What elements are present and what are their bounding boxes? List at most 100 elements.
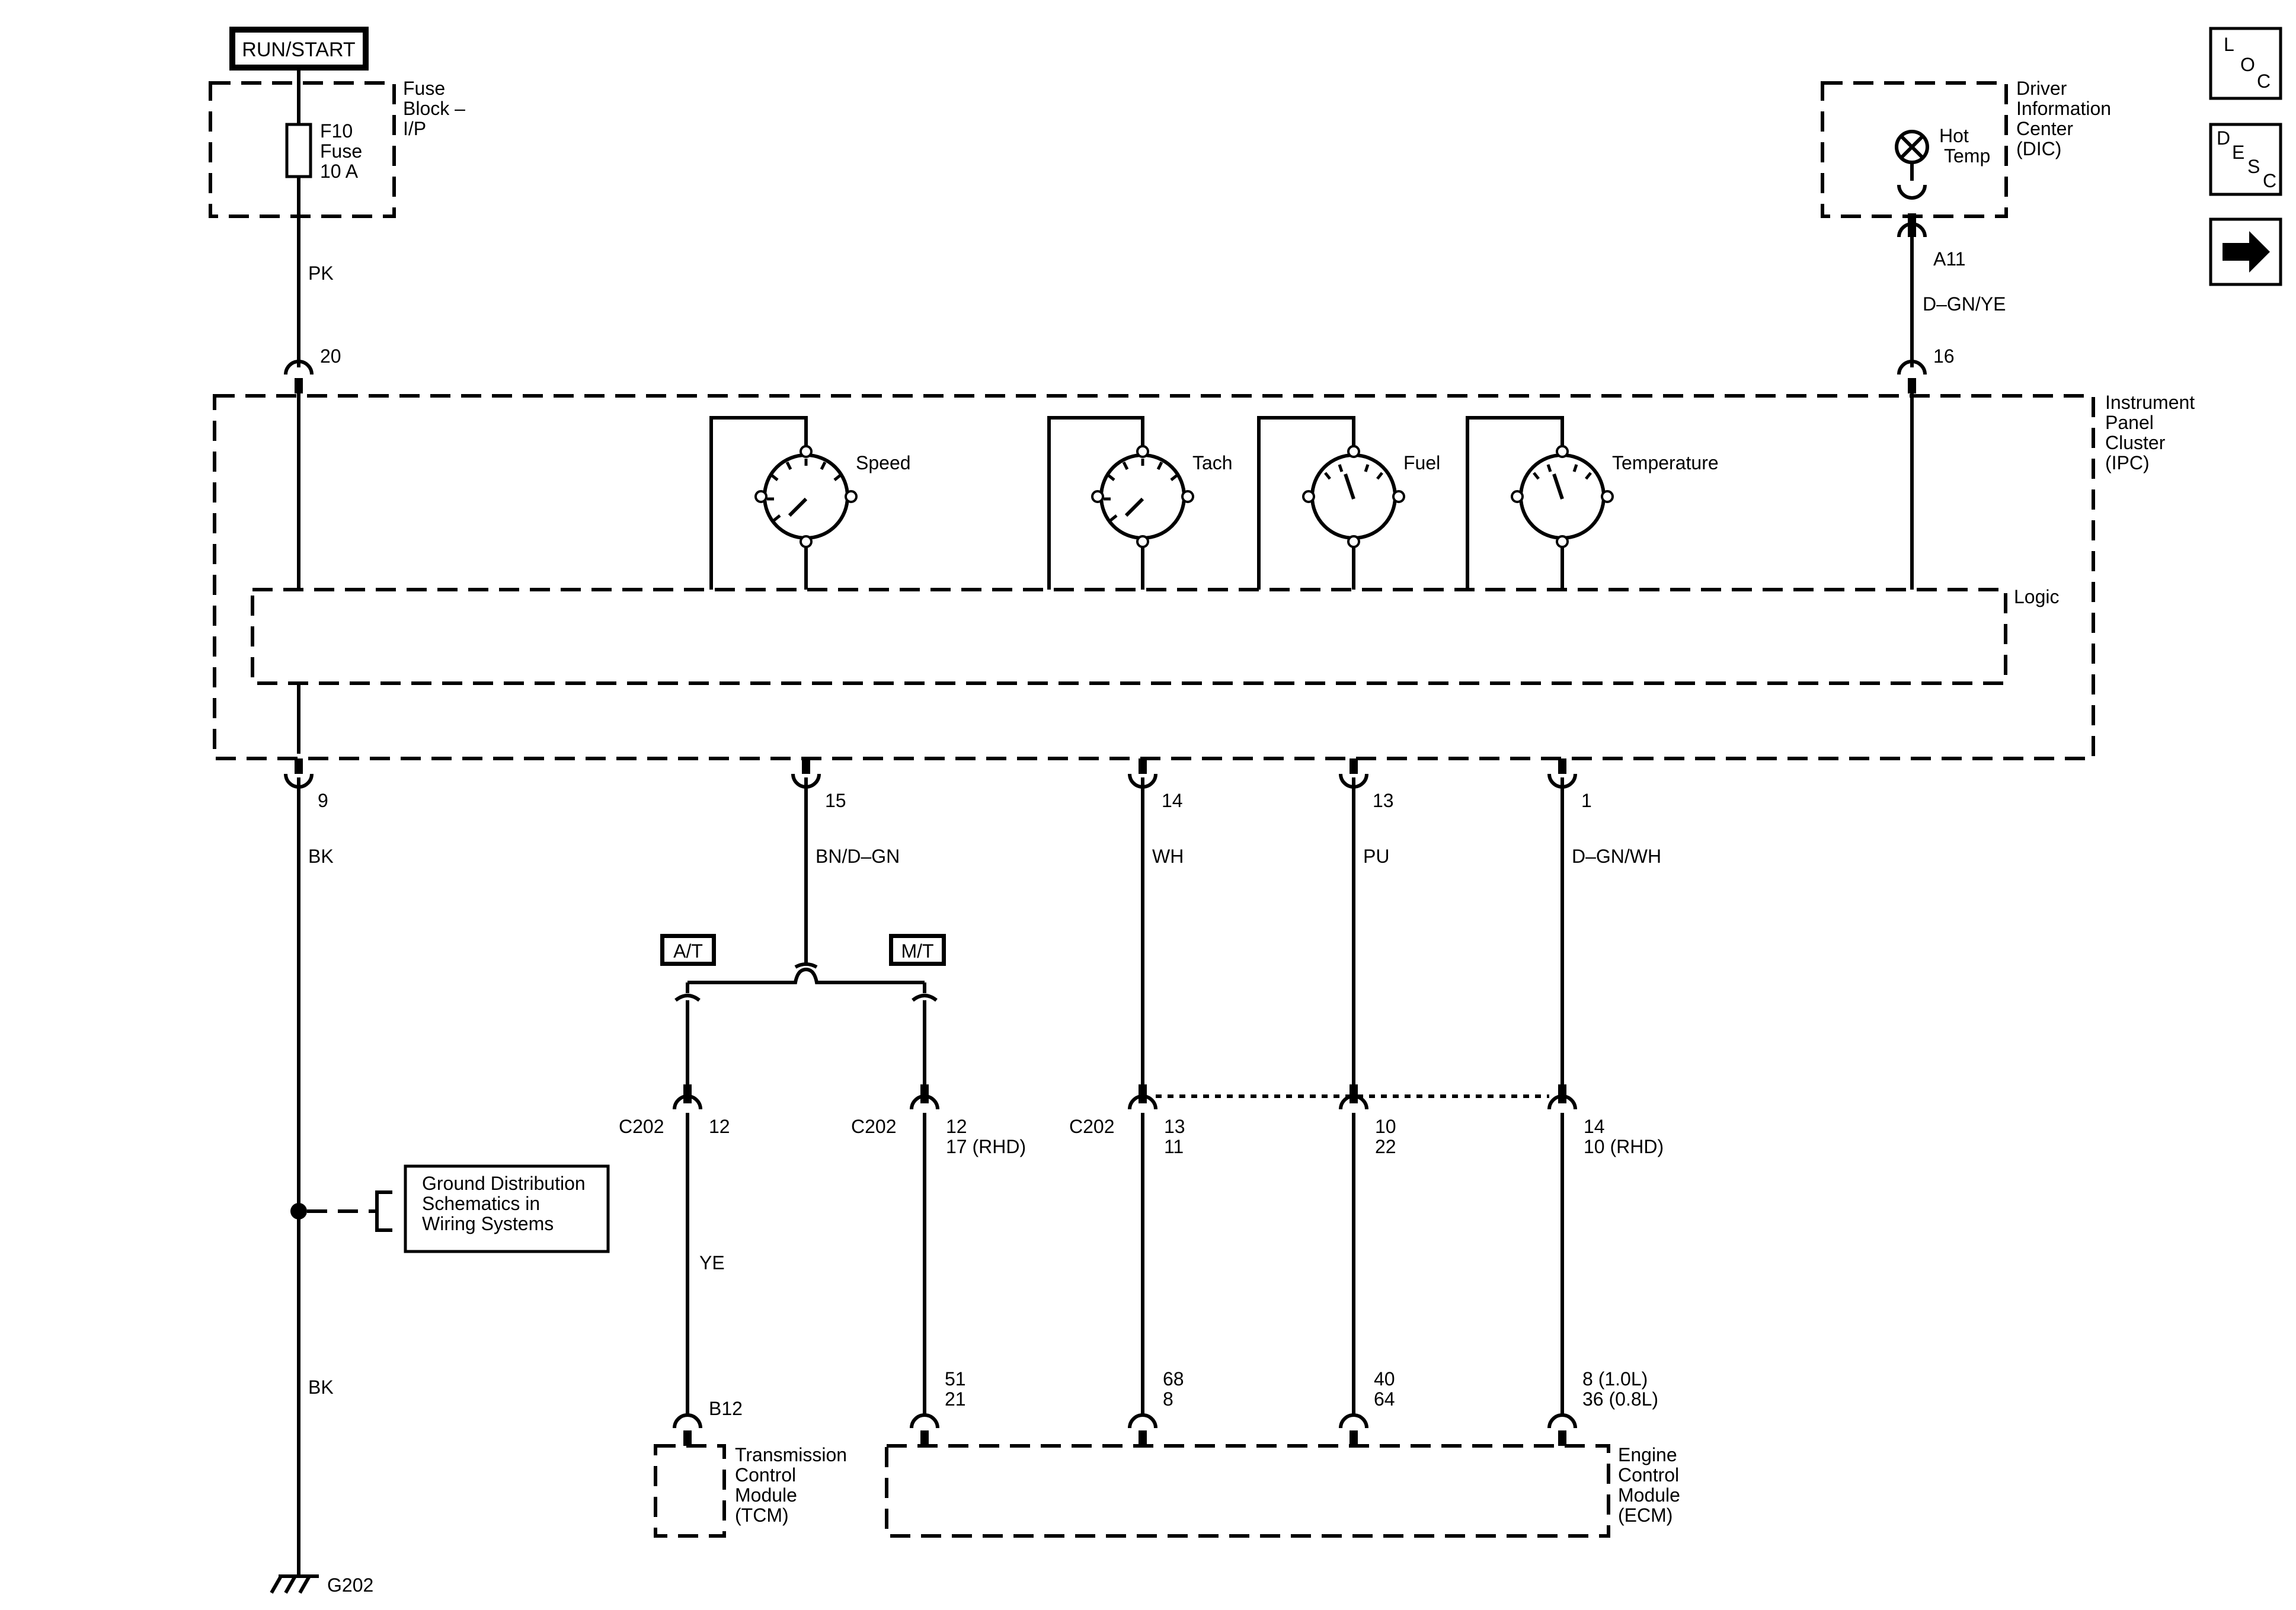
ipc-pin-15: 15 xyxy=(825,790,846,811)
svg-text:O: O xyxy=(2240,54,2255,75)
fuse-f10-label: F10 Fuse 10 A xyxy=(320,120,362,182)
svg-text:10 A: 10 A xyxy=(320,161,359,182)
ground-g202-label: G202 xyxy=(327,1574,373,1596)
c202-mt-pin-1: 12 xyxy=(946,1116,967,1137)
wire-pu-color: PU xyxy=(1363,846,1389,867)
speed-gauge xyxy=(709,416,858,590)
svg-text:Block –: Block – xyxy=(403,98,465,119)
tach-gauge-label: Tach xyxy=(1192,452,1233,473)
ipc-logic-label: Logic xyxy=(2014,586,2060,607)
ecm-label: Engine Control Module (ECM) xyxy=(1618,1444,1680,1526)
wire-option-bus xyxy=(687,967,925,984)
svg-text:(IPC): (IPC) xyxy=(2105,452,2150,473)
ipc-pin-20: 20 xyxy=(320,345,341,367)
svg-text:(ECM): (ECM) xyxy=(1618,1505,1673,1526)
ecm-fuel-pin-2: 64 xyxy=(1374,1388,1395,1410)
tach-gauge xyxy=(1047,416,1194,590)
svg-text:Control: Control xyxy=(735,1464,796,1486)
svg-text:Center: Center xyxy=(2016,118,2073,139)
svg-text:F10: F10 xyxy=(320,120,353,142)
ipc-pin-9: 9 xyxy=(318,790,328,811)
fuse-block-label: Fuse Block – I/P xyxy=(403,78,465,139)
arrow-right-icon[interactable] xyxy=(2223,231,2270,273)
ipc-label: Instrument Panel Cluster (IPC) xyxy=(2105,392,2195,473)
wire-wh-color: WH xyxy=(1152,846,1184,867)
ipc-pin-13: 13 xyxy=(1373,790,1394,811)
ecm-temp-pin-1: 8 (1.0L) xyxy=(1582,1368,1648,1390)
c202-at-pin: 12 xyxy=(709,1116,730,1137)
fuel-gauge-label: Fuel xyxy=(1403,452,1440,473)
splice-point xyxy=(290,1203,307,1219)
ipc-bottom-connectors xyxy=(284,758,1577,789)
svg-text:Ground Distribution: Ground Distribution xyxy=(422,1173,586,1194)
c202-label-at: C202 xyxy=(619,1116,664,1137)
temperature-gauge-label: Temperature xyxy=(1612,452,1719,473)
hot-temp-lamp-icon xyxy=(1895,130,1929,164)
svg-text:C: C xyxy=(2257,71,2271,92)
wire-dgn-wh-color: D–GN/WH xyxy=(1572,846,1661,867)
desc-button[interactable]: D E S C xyxy=(2209,123,2282,196)
ground-ref-bracket xyxy=(375,1190,392,1232)
wire-dgn-ye-color: D–GN/YE xyxy=(1923,293,2006,315)
ipc-logic-outline xyxy=(251,588,2007,685)
ecm-fuel-pin-1: 40 xyxy=(1374,1368,1395,1390)
svg-text:Fuse: Fuse xyxy=(320,140,362,162)
run-start-label-box: RUN/START xyxy=(229,27,369,71)
tcm-pin-b12: B12 xyxy=(709,1398,743,1419)
ipc-pin-14: 14 xyxy=(1162,790,1183,811)
svg-text:Wiring Systems: Wiring Systems xyxy=(422,1213,554,1234)
svg-text:I/P: I/P xyxy=(403,118,426,139)
module-connectors xyxy=(673,1413,1577,1446)
svg-text:Schematics in: Schematics in xyxy=(422,1193,540,1214)
wire-option-jump xyxy=(794,962,818,969)
fuel-gauge xyxy=(1257,416,1405,590)
ipc-pin-1: 1 xyxy=(1581,790,1592,811)
wire-pk-color: PK xyxy=(308,263,334,284)
fuse-block-outline xyxy=(209,81,396,218)
svg-text:Temp: Temp xyxy=(1944,145,1990,167)
c202-tach-pin-1: 13 xyxy=(1164,1116,1185,1137)
wire-bn-dgn-color: BN/D–GN xyxy=(816,846,900,867)
c202-connectors xyxy=(673,1084,1577,1110)
c202-fuel-pin-1: 10 xyxy=(1375,1116,1396,1137)
wire-bk-color-upper: BK xyxy=(308,846,334,867)
ecm-tach-pin-1: 68 xyxy=(1163,1368,1184,1390)
svg-text:L: L xyxy=(2224,34,2234,55)
ground-symbol-icon xyxy=(270,1574,319,1594)
svg-text:Driver: Driver xyxy=(2016,78,2067,99)
svg-text:M/T: M/T xyxy=(901,940,933,962)
svg-text:Transmission: Transmission xyxy=(735,1444,847,1465)
svg-text:C: C xyxy=(2263,170,2276,191)
connector-ipc-16-icon xyxy=(1897,360,1927,375)
ground-distribution-ref[interactable]: Ground Distribution Schematics in Wiring… xyxy=(404,1164,610,1253)
c202-label-mt: C202 xyxy=(851,1116,897,1137)
run-start-label: RUN/START xyxy=(242,39,355,61)
mt-option-box: M/T xyxy=(889,934,946,966)
ipc-outline xyxy=(213,394,2095,760)
c202-fuel-pin-2: 22 xyxy=(1375,1136,1396,1157)
svg-text:(DIC): (DIC) xyxy=(2016,138,2061,159)
svg-text:(TCM): (TCM) xyxy=(735,1505,789,1526)
svg-text:Control: Control xyxy=(1618,1464,1679,1486)
c202-tach-pin-2: 11 xyxy=(1164,1136,1184,1157)
wire-bk-color-lower: BK xyxy=(308,1377,334,1398)
wire-ye-color: YE xyxy=(699,1252,725,1273)
connector-dic-a11-upper-icon xyxy=(1897,184,1927,200)
next-button[interactable] xyxy=(2209,217,2282,286)
speed-gauge-label: Speed xyxy=(856,452,911,473)
c202-label-tach: C202 xyxy=(1069,1116,1115,1137)
c202-mt-pin-2: 17 (RHD) xyxy=(946,1136,1026,1157)
svg-text:S: S xyxy=(2247,156,2260,177)
fuse-f10-icon xyxy=(285,123,312,178)
svg-text:Module: Module xyxy=(735,1484,797,1506)
svg-text:A/T: A/T xyxy=(673,940,703,962)
svg-text:Engine: Engine xyxy=(1618,1444,1677,1465)
svg-text:E: E xyxy=(2232,142,2244,163)
svg-text:Hot: Hot xyxy=(1939,125,1969,146)
svg-text:Cluster: Cluster xyxy=(2105,432,2166,453)
svg-text:Information: Information xyxy=(2016,98,2111,119)
c202-temp-pin-1: 14 xyxy=(1584,1116,1605,1137)
hot-temp-label: Hot Temp xyxy=(1939,125,1990,167)
ecm-mt-pin-1: 51 xyxy=(945,1368,966,1390)
loc-button[interactable]: L O C xyxy=(2209,27,2282,100)
